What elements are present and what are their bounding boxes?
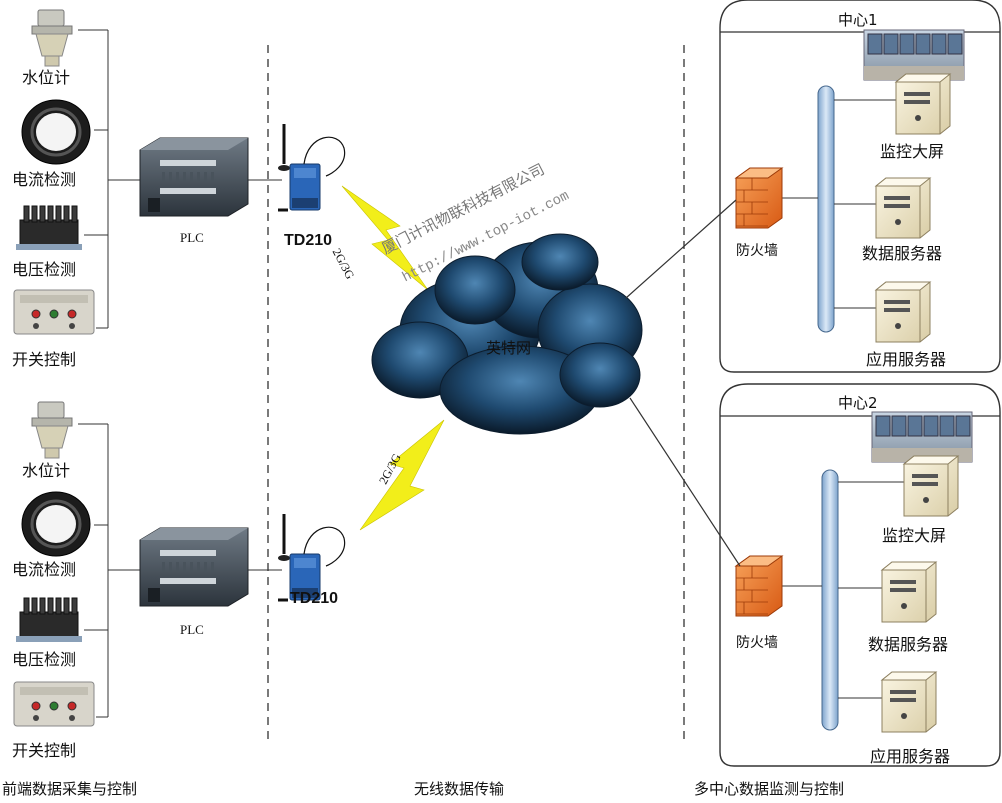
center-2-group <box>719 383 1001 767</box>
data-server-icon-2 <box>880 561 938 623</box>
center2-server-label-data: 数据服务器 <box>868 635 949 654</box>
cloud-to-firewall-2-line <box>629 397 741 567</box>
firewall-icon-2 <box>734 555 784 617</box>
current-sensor-icon-2 <box>21 491 91 557</box>
center1-firewall-label: 防火墙 <box>736 243 778 259</box>
water-level-sensor-icon-1 <box>31 9 73 67</box>
dtu-label-1: TD210 <box>284 232 333 249</box>
section-wireless-caption: 无线数据传输 <box>414 780 505 798</box>
center2-firewall-label: 防火墙 <box>736 635 778 651</box>
switch-control-box-icon-2 <box>13 681 95 727</box>
voltage-sensor-icon-2 <box>16 597 82 642</box>
voltage-sensor-icon-1 <box>16 205 82 250</box>
center1-title: 中心1 <box>838 11 878 29</box>
app-server-icon-1 <box>874 281 932 343</box>
monitor-server-icon-1 <box>894 73 952 135</box>
plc-label-2: PLC <box>180 622 204 637</box>
app-server-icon-2 <box>880 671 938 733</box>
sensor-label-switch-1: 开关控制 <box>12 350 77 369</box>
center2-title: 中心2 <box>838 394 878 412</box>
center1-server-label-data: 数据服务器 <box>862 244 943 263</box>
section-center-caption: 多中心数据监测与控制 <box>694 780 845 798</box>
lightning-bolt-icon-2 <box>359 419 445 531</box>
center-1-group <box>719 0 1001 373</box>
front-end-group-1 <box>13 9 346 335</box>
network-bus-icon <box>817 85 835 333</box>
sensor-label-water-level-2: 水位计 <box>22 461 71 480</box>
section-front-caption: 前端数据采集与控制 <box>2 780 138 798</box>
switch-control-box-icon-1 <box>13 289 95 335</box>
sensor-label-voltage-2: 电压检测 <box>12 650 77 669</box>
sensor-label-water-level-1: 水位计 <box>22 68 71 87</box>
cloud-puff <box>434 255 516 325</box>
center1-server-label-app: 应用服务器 <box>866 350 947 369</box>
plc-device-icon-1 <box>139 137 249 217</box>
center2-server-label-monitor: 监控大屏 <box>882 526 947 545</box>
td210-dtu-icon-1 <box>278 124 346 212</box>
current-sensor-icon-1 <box>21 99 91 165</box>
cloud-to-firewall-1-line <box>625 199 737 299</box>
plc-label-1: PLC <box>180 230 204 245</box>
center1-server-label-monitor: 监控大屏 <box>880 142 945 161</box>
cloud-puff <box>521 233 599 291</box>
dtu-label-2: TD210 <box>290 590 339 607</box>
network-bus-icon <box>821 469 839 731</box>
sensor-label-current-2: 电流检测 <box>12 560 77 579</box>
td210-dtu-icon-2 <box>278 514 346 602</box>
center2-server-label-app: 应用服务器 <box>870 747 951 766</box>
plc-device-icon-2 <box>139 527 249 607</box>
data-server-icon-1 <box>874 177 932 239</box>
sensor-label-voltage-1: 电压检测 <box>12 260 77 279</box>
internet-cloud-icon <box>371 233 643 435</box>
monitor-server-icon-2 <box>902 455 960 517</box>
monitor-wall-icon-2 <box>871 411 973 463</box>
water-level-sensor-icon-2 <box>31 401 73 459</box>
cloud-puff <box>559 342 641 408</box>
cloud-label: 英特网 <box>486 339 532 357</box>
front-end-group-2 <box>13 401 346 727</box>
sensor-label-current-1: 电流检测 <box>12 170 77 189</box>
sensor-label-switch-2: 开关控制 <box>12 741 77 760</box>
firewall-icon-1 <box>734 167 784 229</box>
monitor-wall-icon-1 <box>863 29 965 81</box>
